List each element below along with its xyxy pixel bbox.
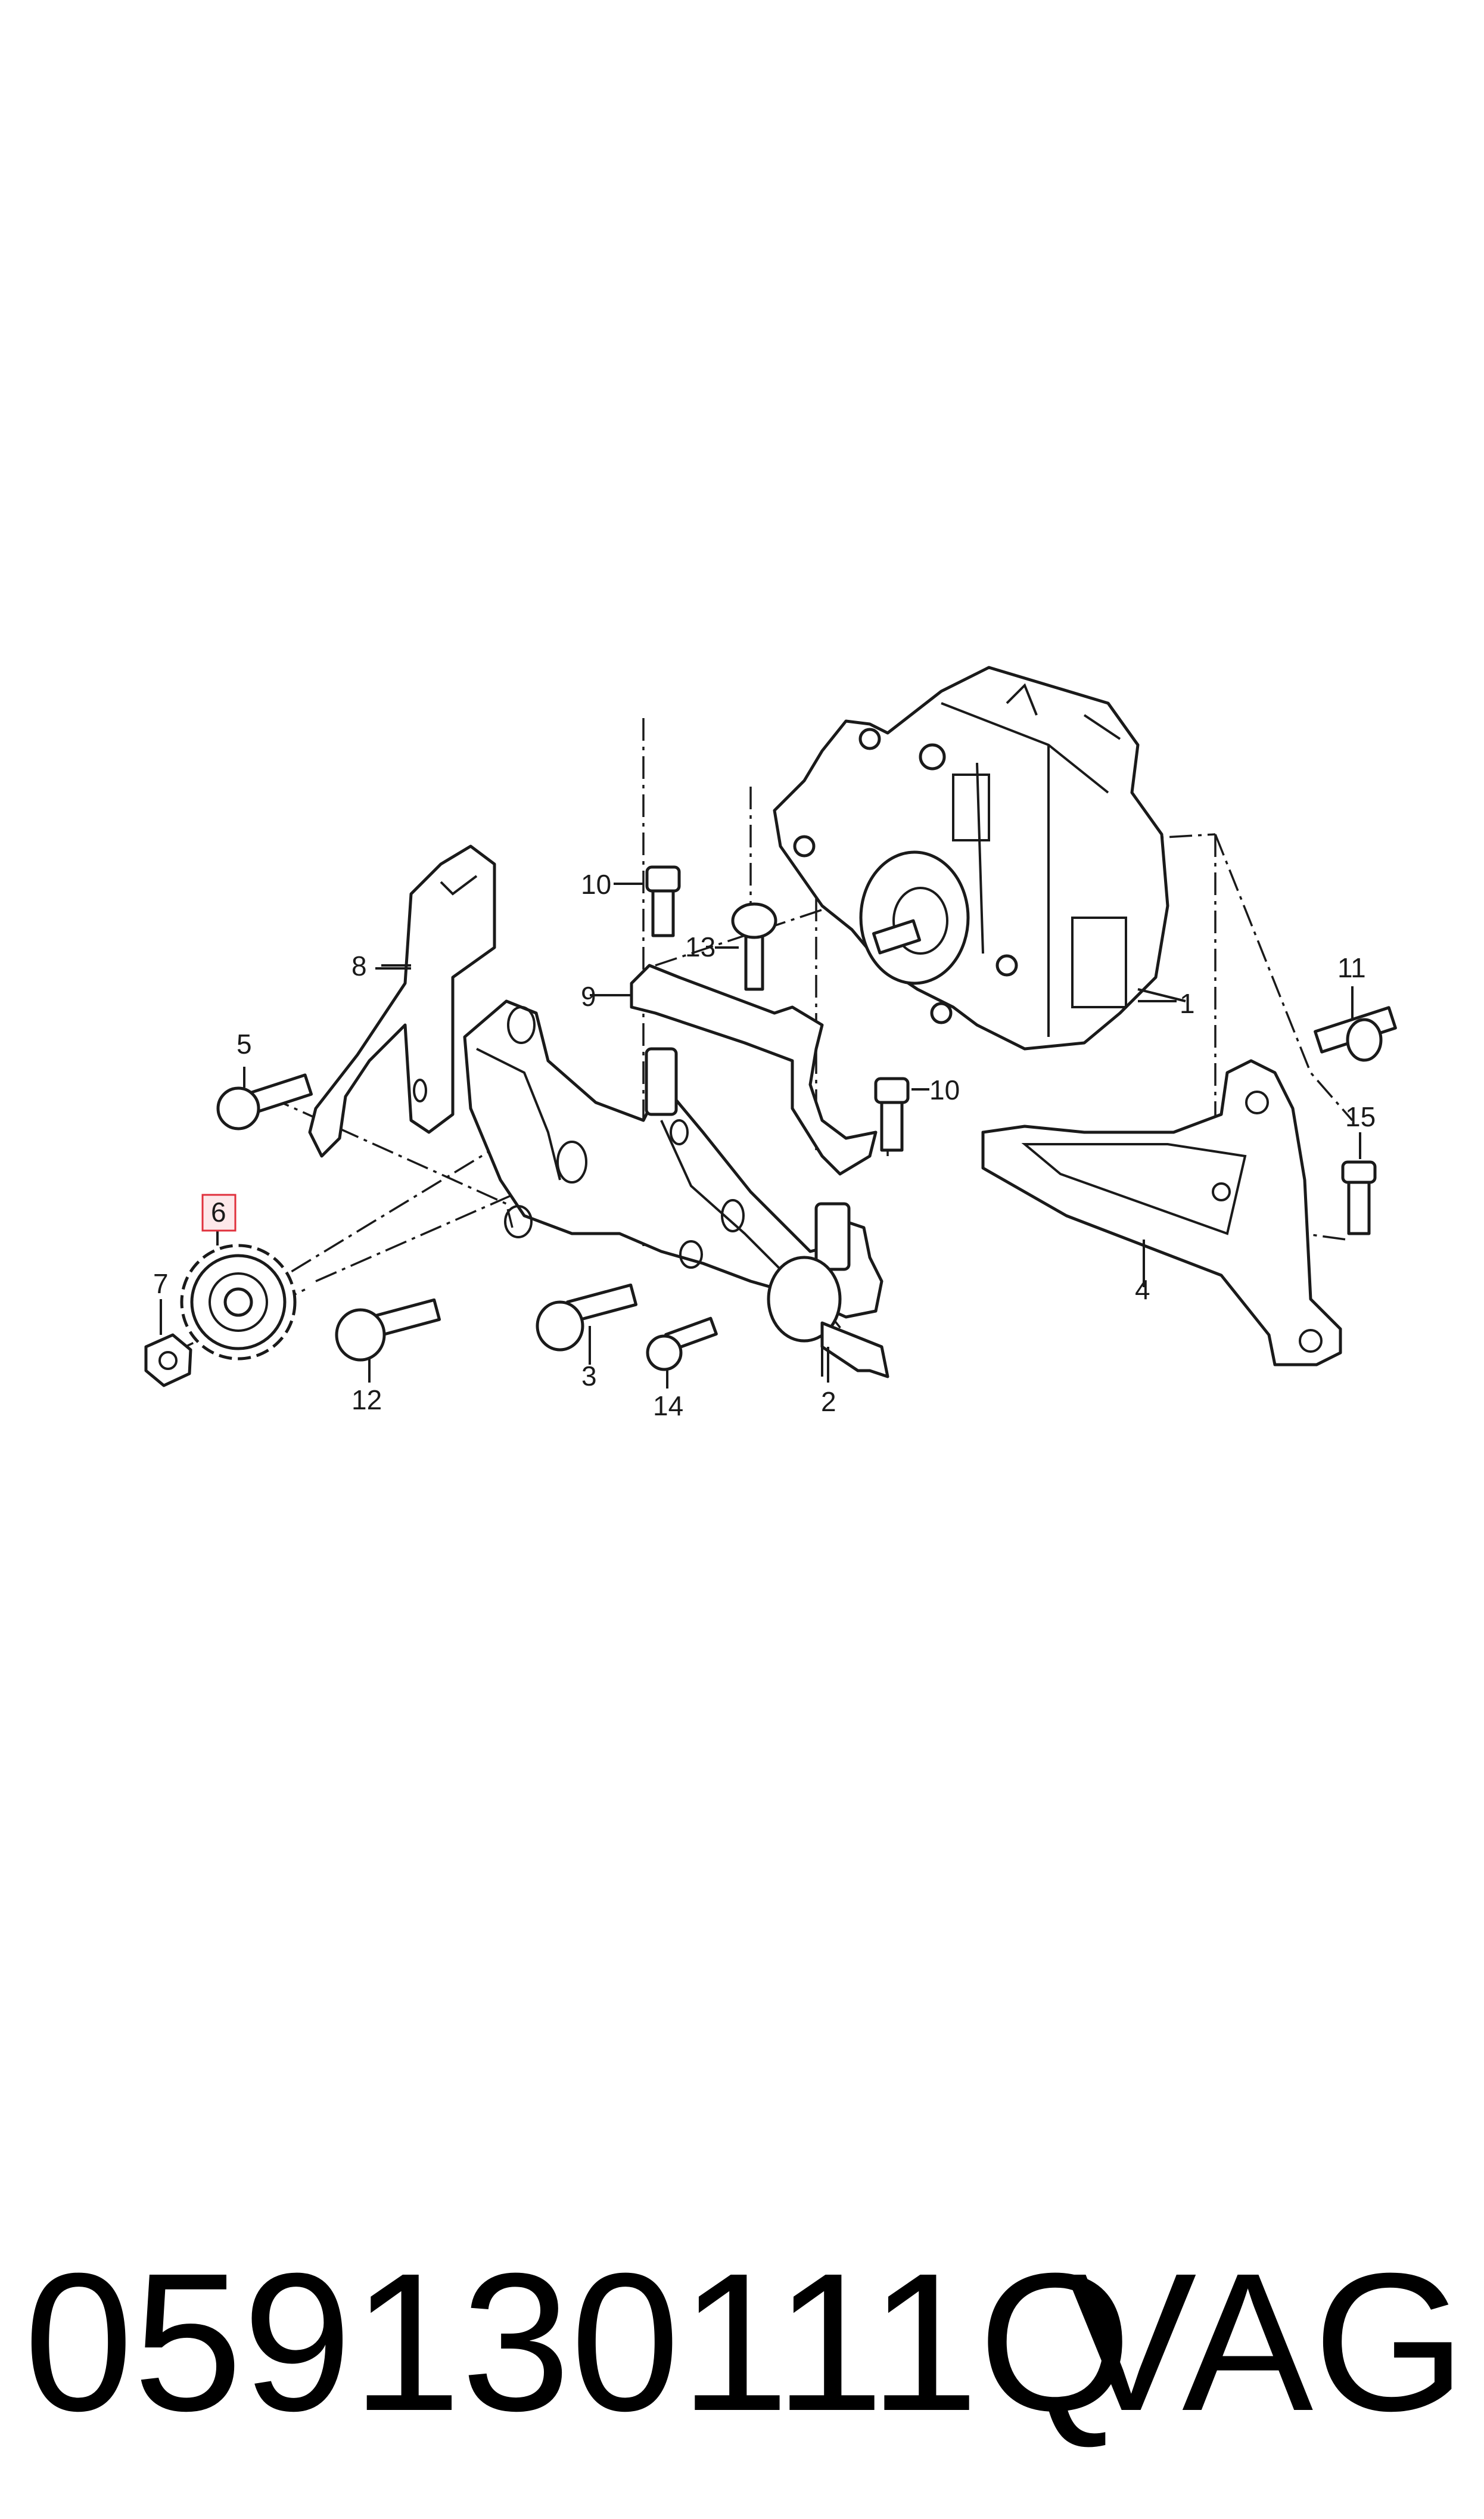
bolt-5	[216, 1067, 313, 1130]
bolt-11	[1314, 986, 1397, 1062]
callout-8[interactable]: 8	[351, 951, 367, 981]
callout-12[interactable]: 12	[351, 1384, 382, 1415]
bolt-12	[335, 1298, 441, 1383]
stud-13	[715, 902, 777, 991]
bolt-3	[536, 1283, 638, 1365]
callout-4[interactable]: 4	[1135, 1274, 1150, 1305]
support-bracket	[981, 1059, 1342, 1366]
main-bracket	[463, 999, 889, 1378]
callout-11[interactable]: 11	[1337, 952, 1366, 983]
callout-9[interactable]: 9	[581, 981, 596, 1012]
callout-7[interactable]: 7	[153, 1268, 169, 1299]
bracket-8	[308, 844, 496, 1158]
callout-14[interactable]: 14	[653, 1390, 683, 1421]
nut	[144, 1299, 192, 1387]
callouts: 1 2 3 4 5 6 7 8 9 10 10 11 12 13 14 15	[153, 869, 1376, 1421]
callout-10-top[interactable]: 10	[581, 869, 611, 900]
screw-14	[646, 1316, 718, 1389]
callout-5[interactable]: 5	[237, 1029, 252, 1060]
callout-2[interactable]: 2	[821, 1386, 836, 1417]
callout-1[interactable]: 1	[1180, 988, 1195, 1019]
high-pressure-pump	[773, 666, 1186, 1051]
sprocket-gear	[180, 1228, 297, 1361]
callout-3[interactable]: 3	[581, 1361, 597, 1391]
leader-lines	[381, 964, 1177, 1383]
bolt-10-top	[614, 865, 681, 937]
bracket-9	[590, 964, 878, 1176]
callout-10-right[interactable]: 10	[929, 1074, 960, 1105]
part-number: 059130111Q	[24, 2232, 1132, 2452]
callout-13[interactable]: 13	[685, 931, 715, 962]
bolt-10-right	[874, 1077, 929, 1152]
screw-15	[1341, 1132, 1377, 1235]
brand-name: VAG	[1065, 2232, 1466, 2452]
callout-6[interactable]: 6	[211, 1197, 226, 1228]
callout-15[interactable]: 15	[1345, 1101, 1376, 1132]
callout-6-highlight	[201, 1194, 237, 1232]
